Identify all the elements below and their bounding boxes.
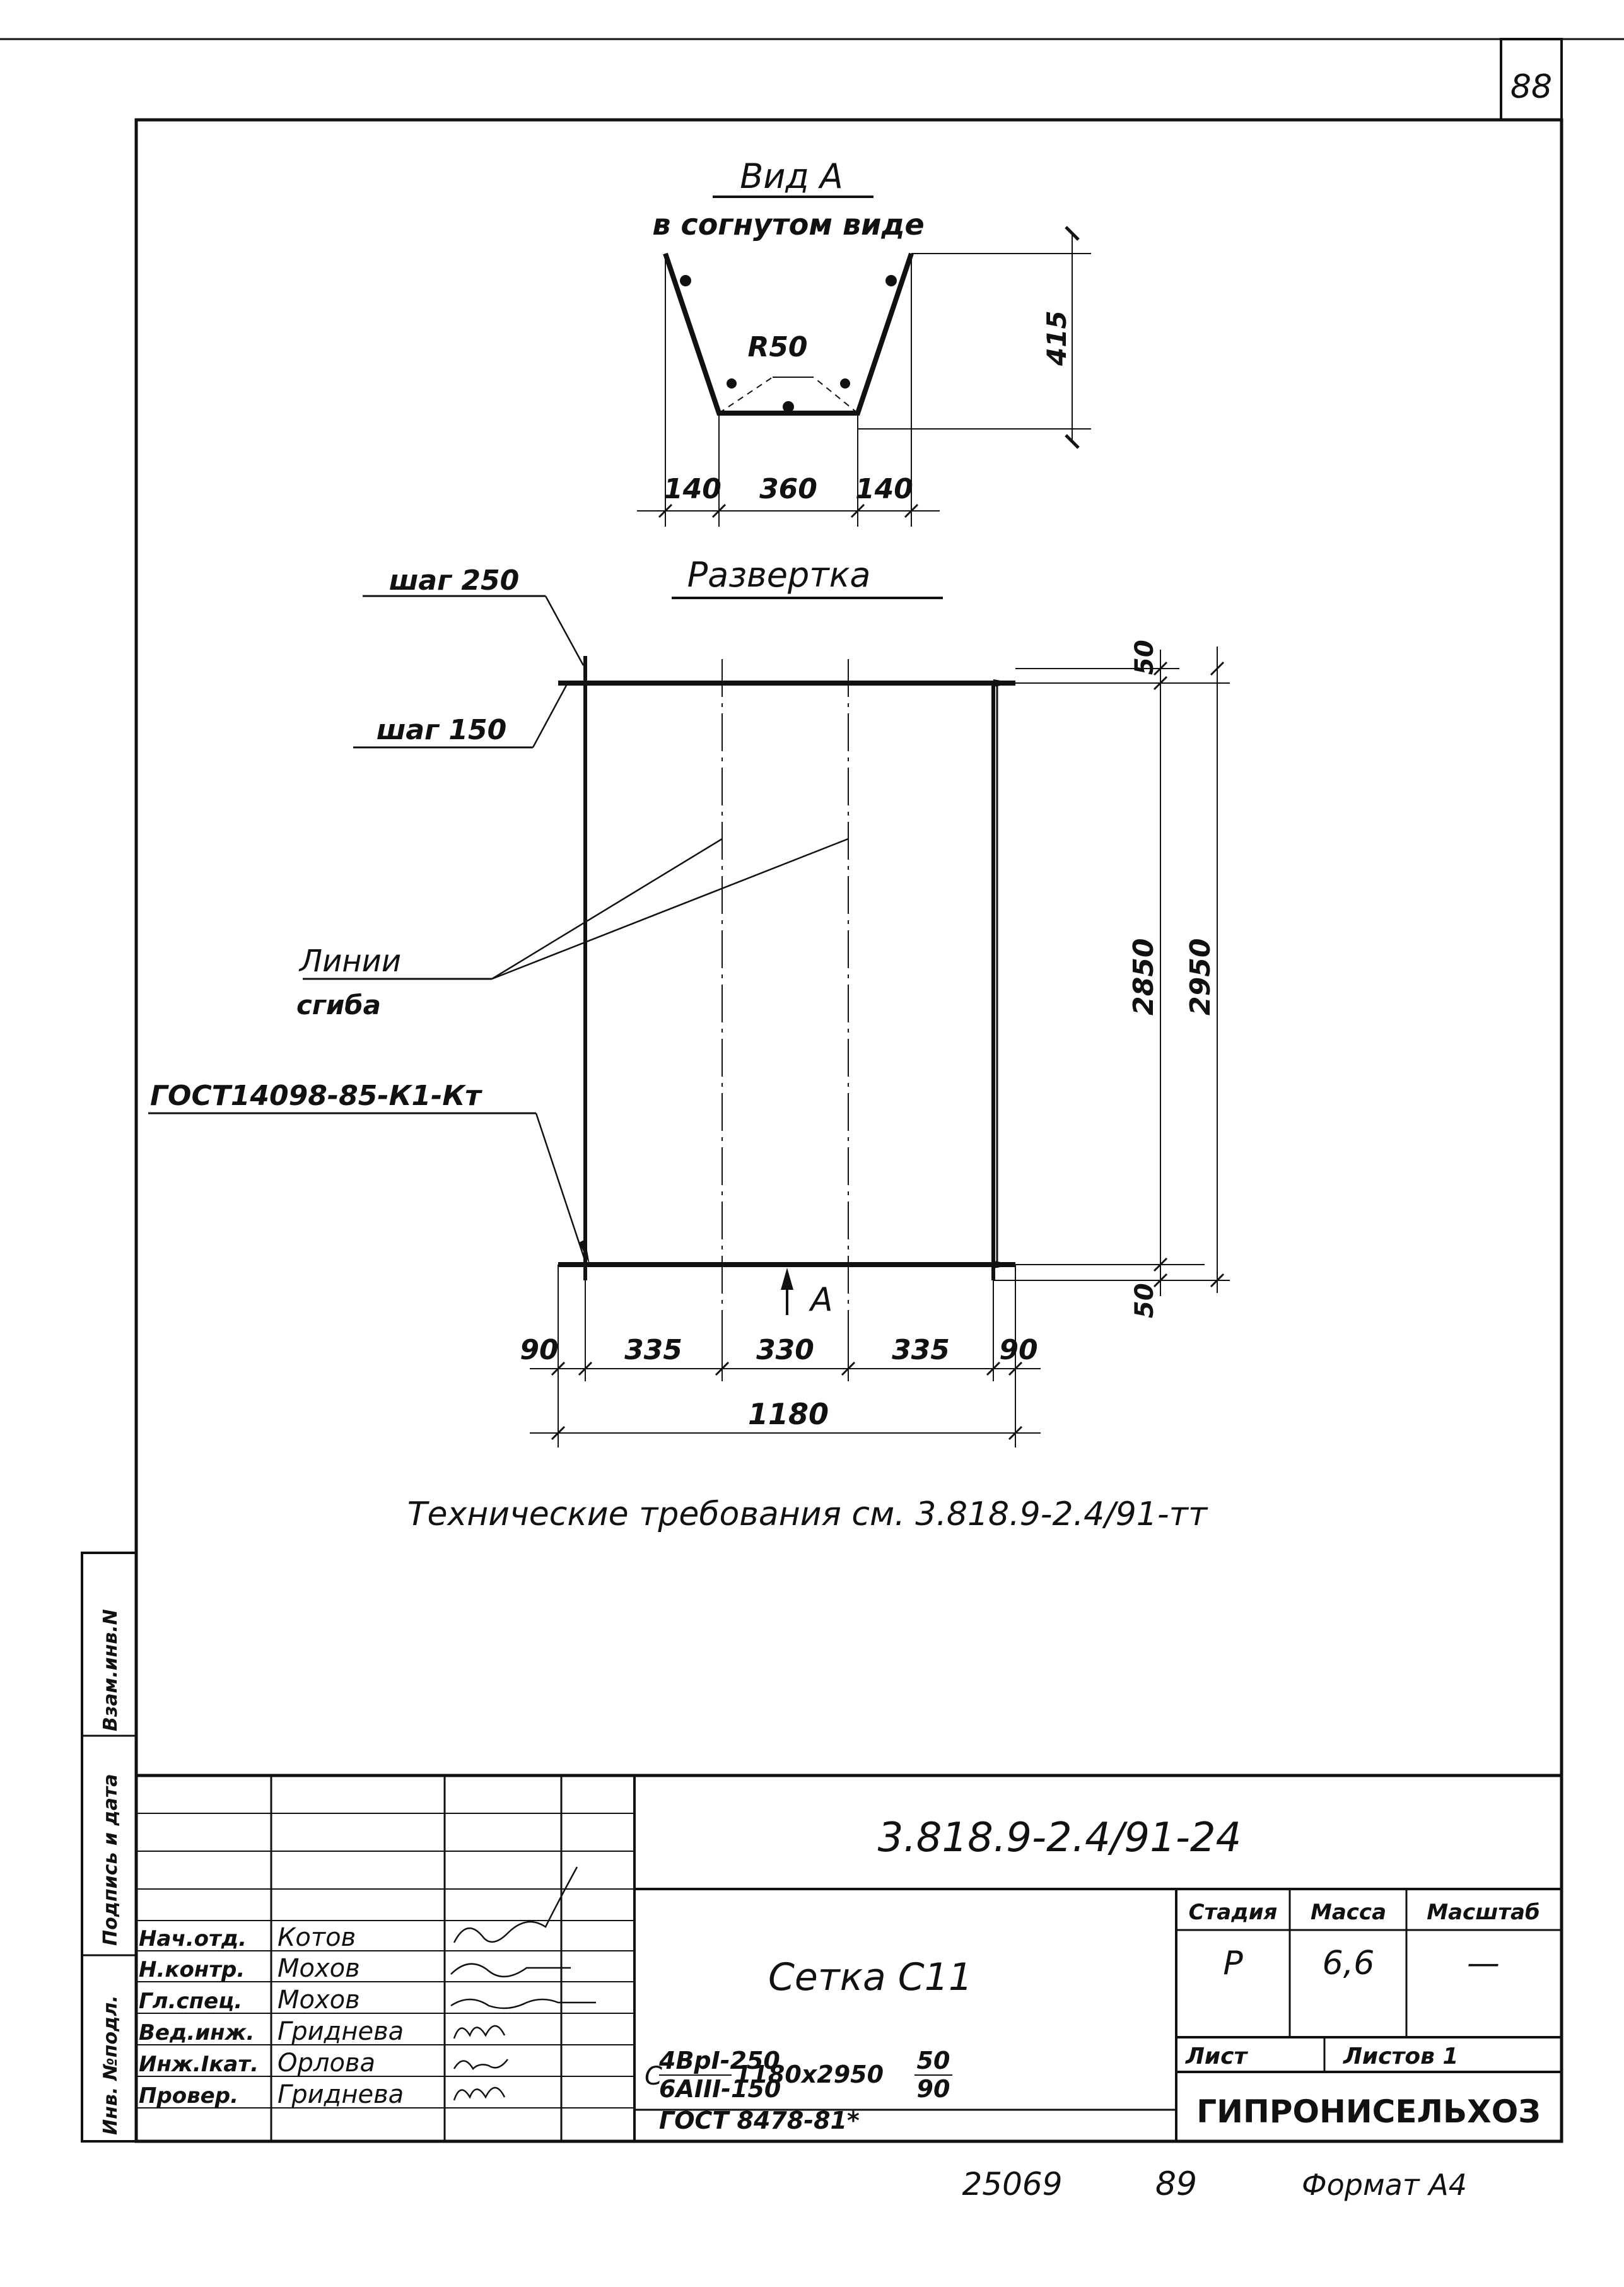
unfold-heading: Развертка	[687, 555, 871, 595]
sheet-label: Лист	[1185, 2044, 1248, 2069]
spec-numerator: 4ВрI-250	[658, 2047, 780, 2074]
unfold-title: Развертка	[672, 555, 943, 599]
mass-value: 6,6	[1323, 1945, 1375, 1982]
side-stamp	[81, 1552, 137, 2143]
organization: ГИПРОНИСЕЛЬХОЗ	[1196, 2093, 1540, 2130]
role-4: Инж.Iкат.	[139, 2052, 259, 2077]
name-5: Гриднева	[277, 2080, 404, 2109]
side-stamp-inv-podl: Инв. №подл.	[100, 1995, 122, 2135]
bottom-dim-2: 335	[624, 1334, 682, 1366]
role-2: Гл.спец.	[139, 1989, 242, 2014]
role-0: Нач.отд.	[139, 1926, 247, 1951]
signature-0	[453, 1866, 578, 1943]
right-dims	[993, 646, 1230, 1296]
right-dim-total: 2950	[1184, 939, 1217, 1015]
height-dim	[858, 226, 1091, 449]
view-a-heading: Вид А	[740, 156, 843, 196]
signature-4	[453, 2059, 508, 2071]
gost-weld-leader	[148, 1112, 590, 1265]
bent-section-profile	[663, 252, 914, 416]
footer-copy: 89	[1155, 2165, 1197, 2203]
bottom-dim-1: 90	[520, 1334, 558, 1366]
signature-5	[453, 2086, 506, 2101]
spec-gost: ГОСТ 8478-81*	[659, 2107, 860, 2134]
pitch-top-leader	[363, 595, 585, 666]
right-dim-inner: 2850	[1128, 939, 1160, 1015]
signature-1	[450, 1963, 571, 1978]
scale-value: —	[1467, 1945, 1500, 1982]
side-stamp-vzam: Взам.инв.N	[100, 1609, 122, 1731]
name-2: Мохов	[277, 1986, 360, 2015]
name-4: Орлова	[277, 2049, 375, 2078]
role-3: Вед.инж.	[139, 2020, 254, 2045]
name-0: Котов	[277, 1923, 356, 1952]
signature-3	[453, 2025, 506, 2039]
bend-lines-label-1: Линии	[298, 944, 401, 979]
spec-size: 1180x2950	[735, 2061, 884, 2088]
total-width-dim: 1180	[748, 1397, 829, 1431]
signature-scribbles	[450, 1866, 596, 2101]
view-arrow	[781, 1268, 793, 1315]
sheet-frame	[0, 38, 1624, 2143]
bottom-dim-3: 330	[756, 1334, 814, 1366]
footer-number: 25069	[962, 2166, 1062, 2202]
role-1: Н.контр.	[139, 1957, 245, 1982]
view-arrow-label: А	[809, 1281, 833, 1319]
bend-dims	[637, 254, 940, 527]
mesh-unfolded	[558, 656, 1015, 1321]
bottom-dims	[530, 1265, 1041, 1448]
pitch-side-label: шаг 150	[377, 714, 507, 746]
bottom-dim-5: 90	[999, 1334, 1037, 1366]
bottom-dim-4: 335	[892, 1334, 950, 1366]
view-a-title: Вид А в согнутом виде	[652, 156, 924, 242]
pitch-top-label: шаг 250	[389, 564, 520, 597]
height-dim-label: 415	[1041, 310, 1072, 366]
sheets-label: Листов 1	[1343, 2044, 1458, 2069]
footer-format: Формат А4	[1302, 2168, 1467, 2202]
spec-denominator: 6АIII-150	[659, 2075, 781, 2103]
signature-2	[450, 1998, 596, 2009]
name-3: Гриднева	[277, 2017, 404, 2046]
name-1: Мохов	[277, 1954, 360, 1983]
title-block-grid	[136, 1774, 1562, 2141]
spec-prefix: С	[645, 2062, 662, 2091]
doc-code: 3.818.9-2.4/91-24	[878, 1815, 1242, 1861]
right-dim-bottom: 50	[1130, 1283, 1159, 1318]
stage-value: Р	[1223, 1945, 1243, 1982]
bend-lines-label-2: сгиба	[296, 990, 381, 1021]
pitch-side-leader	[353, 682, 569, 749]
bend-lines-leader	[303, 838, 849, 980]
radius-label: R50	[747, 331, 807, 363]
page-number: 88	[1510, 68, 1552, 106]
item-name: Сетка С11	[768, 1955, 973, 1999]
mass-header: Масса	[1311, 1900, 1386, 1925]
gost-weld-label: ГОСТ14098-85-К1-Кт	[150, 1080, 482, 1112]
bend-dim-left: 140	[663, 473, 721, 505]
bend-dim-middle: 360	[759, 473, 817, 505]
spec-frac-den: 90	[917, 2075, 950, 2103]
spec-frac-num: 50	[917, 2047, 950, 2074]
side-stamp-podpis: Подпись и дата	[100, 1774, 122, 1946]
right-dim-top: 50	[1130, 640, 1159, 675]
role-5: Провер.	[139, 2083, 238, 2109]
bend-dim-right: 140	[855, 473, 913, 505]
view-a-subheading: в согнутом виде	[652, 208, 924, 242]
tech-requirements-note: Технические требования см. 3.818.9-2.4/9…	[407, 1495, 1208, 1533]
scale-header: Масштаб	[1427, 1900, 1539, 1925]
stage-header: Стадия	[1189, 1900, 1278, 1925]
